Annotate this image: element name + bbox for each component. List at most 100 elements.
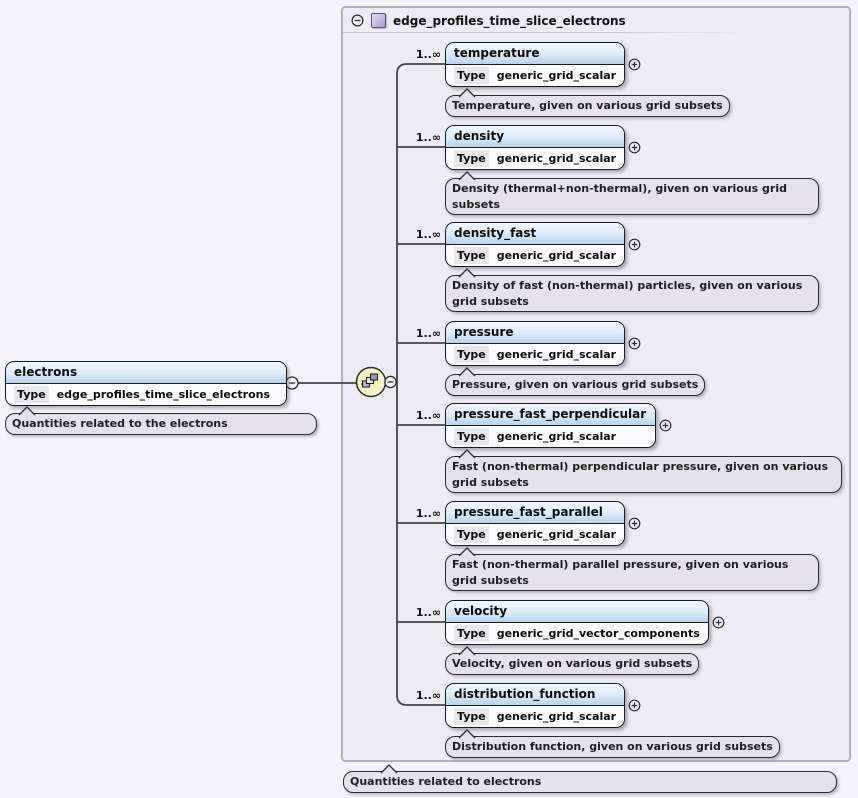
- collapse-icon[interactable]: [351, 14, 364, 27]
- node-velocity: 1..∞ velocity Type generic_grid_vector_c…: [411, 600, 725, 675]
- expand-icon[interactable]: [628, 699, 641, 712]
- cardinality-label: 1..∞: [415, 409, 441, 422]
- annotation-distribution-function: Distribution function, given on various …: [445, 729, 780, 758]
- element-name: pressure_fast_perpendicular: [446, 404, 656, 426]
- annotation-electrons: Quantities related to the electrons: [5, 406, 317, 435]
- cardinality-label: 1..∞: [415, 228, 441, 241]
- node-temperature: 1..∞ temperature Type generic_grid_scala…: [411, 42, 730, 117]
- type-value: generic_grid_scalar: [496, 430, 617, 443]
- element-type-row: Type generic_grid_scalar: [446, 706, 625, 727]
- type-label: Type: [454, 526, 489, 543]
- expand-icon[interactable]: [628, 337, 641, 350]
- annotation-density-fast: Density of fast (non-thermal) particles,…: [445, 268, 819, 312]
- element-type-row: Type generic_grid_scalar: [446, 65, 625, 86]
- element-temperature[interactable]: temperature Type generic_grid_scalar: [445, 42, 641, 87]
- annotation-pressure-fast-perpendicular: Fast (non-thermal) perpendicular pressur…: [445, 449, 842, 493]
- element-name: density: [446, 126, 625, 148]
- annotation-text: Density of fast (non-thermal) particles,…: [452, 279, 803, 308]
- element-name: density_fast: [446, 223, 625, 245]
- type-label: Type: [454, 625, 489, 642]
- type-label: Type: [454, 708, 489, 725]
- element-electrons[interactable]: electrons Type edge_profiles_time_slice_…: [5, 361, 287, 406]
- type-value: generic_grid_scalar: [496, 249, 617, 262]
- collapse-icon[interactable]: [384, 375, 397, 389]
- element-type-row: Type edge_profiles_time_slice_electrons: [6, 384, 286, 405]
- annotation-text: Density (thermal+non-thermal), given on …: [452, 182, 787, 211]
- annotation-notch: [458, 268, 476, 278]
- annotation-pressure: Pressure, given on various grid subsets: [445, 367, 706, 396]
- annotation-notch: [458, 646, 476, 656]
- model-group-icon: [371, 13, 386, 28]
- expand-icon[interactable]: [712, 616, 725, 629]
- header-divider: [343, 32, 849, 33]
- element-pressure-fast-parallel[interactable]: pressure_fast_parallel Type generic_grid…: [445, 501, 641, 546]
- cardinality-label: 1..∞: [415, 689, 441, 702]
- annotation-notch: [458, 449, 476, 459]
- type-value: generic_grid_scalar: [496, 69, 617, 82]
- container-header: edge_profiles_time_slice_electrons: [343, 8, 849, 32]
- annotation-velocity: Velocity, given on various grid subsets: [445, 646, 700, 675]
- annotation-text: Fast (non-thermal) parallel pressure, gi…: [452, 558, 789, 587]
- annotation-notch: [18, 406, 36, 416]
- element-density-fast[interactable]: density_fast Type generic_grid_scalar: [445, 222, 641, 267]
- type-label: Type: [454, 150, 489, 167]
- annotation-text: Temperature, given on various grid subse…: [452, 99, 723, 112]
- cardinality-label: 1..∞: [415, 48, 441, 61]
- element-distribution-function[interactable]: distribution_function Type generic_grid_…: [445, 683, 641, 728]
- type-label: Type: [454, 428, 489, 445]
- element-type-row: Type generic_grid_scalar: [446, 245, 625, 266]
- annotation-text: Quantities related to electrons: [350, 775, 542, 788]
- element-name: electrons: [6, 362, 286, 384]
- type-label: Type: [454, 346, 489, 363]
- annotation-text: Velocity, given on various grid subsets: [452, 657, 693, 670]
- element-name: pressure: [446, 322, 625, 344]
- node-density-fast: 1..∞ density_fast Type generic_grid_scal…: [411, 222, 819, 312]
- annotation-notch: [458, 729, 476, 739]
- element-density[interactable]: density Type generic_grid_scalar: [445, 125, 641, 170]
- node-pressure-fast-parallel: 1..∞ pressure_fast_parallel Type generic…: [411, 501, 819, 591]
- type-label: Type: [454, 67, 489, 84]
- cardinality-label: 1..∞: [415, 131, 441, 144]
- annotation-notch: [458, 171, 476, 181]
- element-pressure-fast-perpendicular[interactable]: pressure_fast_perpendicular Type generic…: [445, 403, 672, 448]
- element-velocity[interactable]: velocity Type generic_grid_vector_compon…: [445, 600, 725, 645]
- expand-icon[interactable]: [659, 419, 672, 432]
- element-name: distribution_function: [446, 684, 625, 706]
- element-type-row: Type generic_grid_scalar: [446, 344, 625, 365]
- container-title: edge_profiles_time_slice_electrons: [393, 13, 626, 28]
- element-name: pressure_fast_parallel: [446, 502, 625, 524]
- element-type-row: Type generic_grid_scalar: [446, 148, 625, 169]
- type-value: generic_grid_scalar: [496, 152, 617, 165]
- annotation-notch: [458, 88, 476, 98]
- annotation-density: Density (thermal+non-thermal), given on …: [445, 171, 819, 215]
- element-pressure[interactable]: pressure Type generic_grid_scalar: [445, 321, 641, 366]
- element-name: temperature: [446, 43, 625, 65]
- type-label: Type: [14, 386, 49, 403]
- annotation-text: Distribution function, given on various …: [452, 740, 773, 753]
- annotation-notch: [458, 547, 476, 557]
- expand-icon[interactable]: [628, 238, 641, 251]
- annotation-notch: [380, 764, 398, 774]
- type-value: generic_grid_scalar: [496, 528, 617, 541]
- expand-icon[interactable]: [628, 141, 641, 154]
- cardinality-label: 1..∞: [415, 606, 441, 619]
- type-value: generic_grid_vector_components: [496, 627, 700, 640]
- element-type-row: Type generic_grid_vector_components: [446, 623, 708, 644]
- annotation-text: Fast (non-thermal) perpendicular pressur…: [452, 460, 829, 489]
- expand-icon[interactable]: [628, 517, 641, 530]
- expand-icon[interactable]: [628, 58, 641, 71]
- annotation-text: Quantities related to the electrons: [12, 417, 228, 430]
- element-type-row: Type generic_grid_scalar: [446, 524, 625, 545]
- node-pressure-fast-perpendicular: 1..∞ pressure_fast_perpendicular Type ge…: [411, 403, 842, 493]
- node-electrons: electrons Type edge_profiles_time_slice_…: [5, 361, 317, 435]
- type-value: generic_grid_scalar: [496, 348, 617, 361]
- type-value: edge_profiles_time_slice_electrons: [56, 388, 271, 401]
- annotation-pressure-fast-parallel: Fast (non-thermal) parallel pressure, gi…: [445, 547, 819, 591]
- sequence-compositor-icon[interactable]: [355, 366, 387, 398]
- annotation-temperature: Temperature, given on various grid subse…: [445, 88, 730, 117]
- cardinality-label: 1..∞: [415, 507, 441, 520]
- annotation-text: Pressure, given on various grid subsets: [452, 378, 699, 391]
- element-name: velocity: [446, 601, 708, 623]
